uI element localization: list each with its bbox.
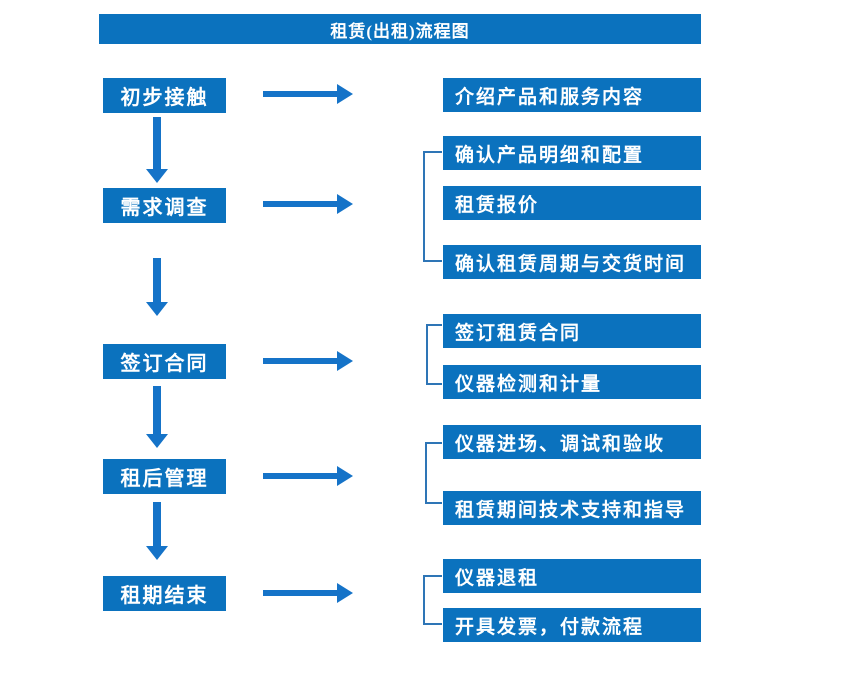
right-arrow-2-icon — [263, 194, 353, 214]
right-arrow-5-icon — [263, 583, 353, 603]
right-arrow-3-icon — [263, 351, 353, 371]
detail-box-confirm-rental-period: 确认租赁周期与交货时间 — [443, 245, 701, 279]
title-bar: 租赁(出租)流程图 — [99, 14, 701, 44]
page-title: 租赁(出租)流程图 — [330, 21, 470, 41]
detail-box-introduce-products: 介绍产品和服务内容 — [443, 78, 701, 112]
down-arrow-2-icon — [146, 258, 168, 316]
right-arrow-4-icon — [263, 466, 353, 486]
detail-box-confirm-product-details: 确认产品明细和配置 — [443, 136, 701, 170]
group-bracket-demand-survey — [423, 151, 442, 262]
detail-box-instrument-setup-acceptance: 仪器进场、调试和验收 — [443, 425, 701, 459]
detail-box-rental-quote: 租赁报价 — [443, 186, 701, 220]
detail-box-invoice-payment: 开具发票，付款流程 — [443, 608, 701, 642]
down-arrow-4-icon — [146, 502, 168, 560]
group-bracket-sign-contract — [426, 324, 442, 385]
step-box-initial-contact: 初步接触 — [103, 78, 226, 113]
group-bracket-rental-end — [423, 575, 442, 625]
detail-box-sign-rental-contract: 签订租赁合同 — [443, 314, 701, 348]
right-arrow-1-icon — [263, 84, 353, 104]
step-box-post-rental-management: 租后管理 — [103, 459, 226, 494]
detail-box-instrument-testing: 仪器检测和计量 — [443, 365, 701, 399]
down-arrow-3-icon — [146, 386, 168, 448]
group-bracket-post-rental-management — [425, 442, 442, 504]
step-box-rental-end: 租期结束 — [103, 576, 226, 611]
down-arrow-1-icon — [146, 117, 168, 183]
detail-box-tech-support: 租赁期间技术支持和指导 — [443, 491, 701, 525]
detail-box-instrument-return: 仪器退租 — [443, 559, 701, 593]
step-box-sign-contract: 签订合同 — [103, 344, 226, 379]
step-box-demand-survey: 需求调查 — [103, 188, 226, 223]
